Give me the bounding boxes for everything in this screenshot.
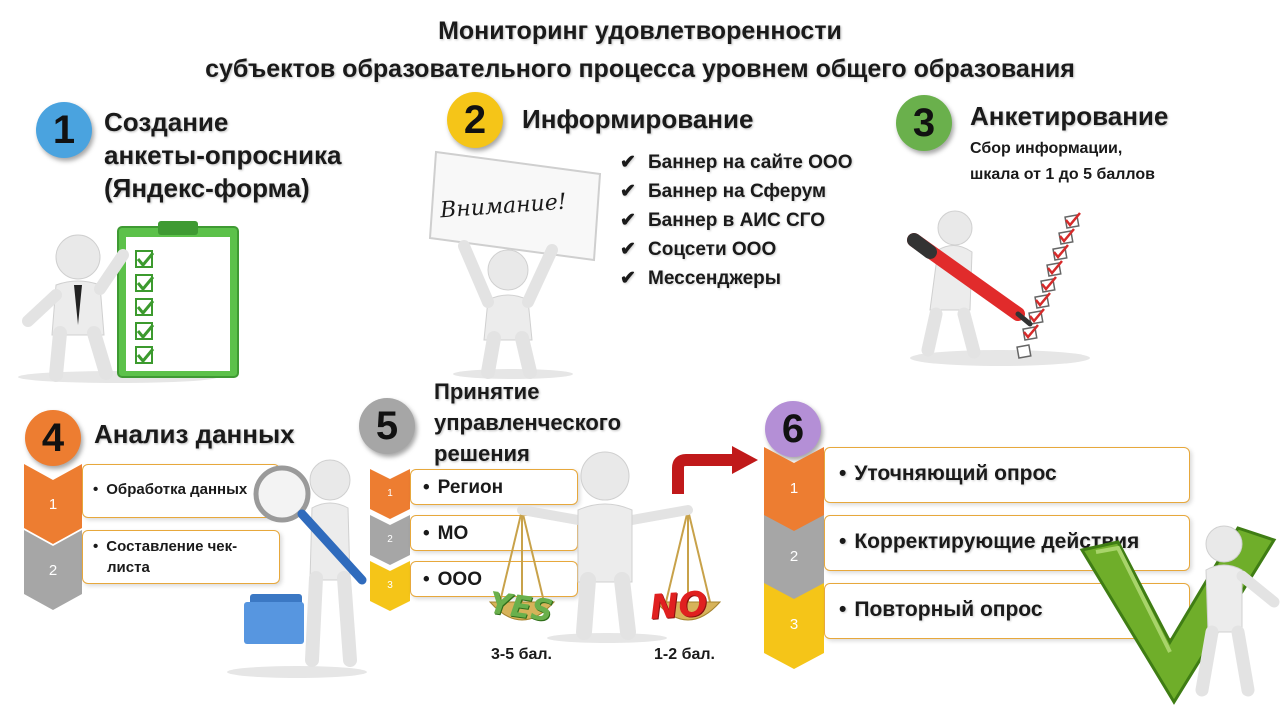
step-1-title-line2: анкеты-опросника bbox=[104, 140, 342, 170]
step-2-list-item: ✔Соцсети ООО bbox=[620, 235, 852, 264]
step-6-item-1-text: •Уточняющий опрос bbox=[839, 462, 1057, 485]
step-4-title: Анализ данных bbox=[94, 419, 295, 449]
no-label: NO bbox=[648, 584, 709, 628]
arrow-icon bbox=[672, 446, 758, 494]
step-5-title: Принятие управленческого решения bbox=[434, 376, 621, 469]
step-6-item-3-number: 3 bbox=[789, 616, 799, 633]
step-2-number: 2 bbox=[447, 92, 503, 148]
checkmark-icon: ✔ bbox=[620, 268, 636, 289]
checkmark-icon: ✔ bbox=[620, 181, 636, 202]
step-4-item-2-number: 2 bbox=[48, 562, 58, 579]
step-4-chevron-2 bbox=[24, 530, 82, 610]
step-4-number: 4 bbox=[25, 410, 81, 466]
step-6-item-3-text: •Повторный опрос bbox=[839, 598, 1043, 621]
page-title-line2: субъектов образовательного процесса уров… bbox=[205, 55, 1075, 83]
step-4-item-1-number: 1 bbox=[48, 496, 58, 513]
step-4-item-2-text: •Составление чек- листа bbox=[93, 538, 238, 576]
step-1-number: 1 bbox=[36, 102, 92, 158]
step-6-item-2-text: •Корректирующие действия bbox=[839, 530, 1140, 553]
step-6-chevron-2 bbox=[764, 515, 824, 601]
step-6-chevron-3 bbox=[764, 583, 824, 669]
step-4-item-1-text: •Обработка данных bbox=[93, 481, 248, 498]
checkmark-icon: ✔ bbox=[620, 239, 636, 260]
step-5-chevron-2 bbox=[370, 515, 410, 565]
step-5-item-3-text: •ООО bbox=[423, 569, 482, 590]
step-6-item-1-number: 1 bbox=[789, 480, 799, 497]
step-5-item-2-text: •МО bbox=[423, 523, 469, 544]
step-5-item-2-number: 2 bbox=[387, 534, 393, 545]
step-3-desc-line2: шкала от 1 до 5 баллов bbox=[970, 166, 1155, 183]
step-5-title-line3: решения bbox=[434, 441, 530, 466]
step-5-scales-illustration bbox=[488, 451, 722, 643]
page-title-line1: Мониторинг удовлетворенности bbox=[438, 17, 842, 45]
step-3-title: Анкетирование bbox=[970, 101, 1169, 131]
checkmark-icon: ✔ bbox=[620, 210, 636, 231]
step-2-list-item: ✔Баннер в АИС СГО bbox=[620, 206, 852, 235]
step-5-item-3-number: 3 bbox=[387, 580, 393, 591]
step-1-title-line3: (Яндекс-форма) bbox=[104, 173, 310, 203]
step-5-number: 5 bbox=[359, 398, 415, 454]
step-5-item-1-number: 1 bbox=[387, 488, 393, 499]
yes-score: 3-5 бал. bbox=[491, 646, 552, 663]
step-6-chevron-1 bbox=[764, 447, 824, 533]
step-6-item-1-box: •Уточняющий опрос bbox=[824, 447, 1190, 503]
step-2-title: Информирование bbox=[522, 104, 754, 134]
step-5-item-1-box: •Регион bbox=[410, 469, 578, 505]
step-4-chevron-1 bbox=[24, 464, 82, 544]
step-6-item-2-number: 2 bbox=[789, 548, 799, 565]
step-2-list-item: ✔Баннер на сайте ООО bbox=[620, 148, 852, 177]
step-5-item-2-box: •МО bbox=[410, 515, 578, 551]
step-5-chevron-1 bbox=[370, 469, 410, 519]
step-2-list-item: ✔Мессенджеры bbox=[620, 264, 852, 293]
step-5-title-line2: управленческого bbox=[434, 410, 622, 435]
no-score: 1-2 бал. bbox=[654, 646, 715, 663]
step-3-number: 3 bbox=[896, 95, 952, 151]
step-2-list: ✔Баннер на сайте ООО ✔Баннер на Сферум ✔… bbox=[620, 148, 852, 293]
check-mark-illustration bbox=[1079, 525, 1280, 705]
step-2-list-item: ✔Баннер на Сферум bbox=[620, 177, 852, 206]
step-3-description: Сбор информации, шкала от 1 до 5 баллов bbox=[970, 136, 1155, 188]
step-5-chevron-3 bbox=[370, 561, 410, 611]
step-5-item-1-text: •Регион bbox=[423, 477, 504, 498]
step-1-title-line1: Создание bbox=[104, 107, 229, 137]
checkmark-icon: ✔ bbox=[620, 152, 636, 173]
step-2-illustration bbox=[428, 150, 602, 379]
step-3-illustration bbox=[907, 210, 1090, 366]
step-6-number: 6 bbox=[765, 401, 821, 457]
step-5-item-3-box: •ООО bbox=[410, 561, 578, 597]
step-1-title: Создание анкеты-опросника (Яндекс-форма) bbox=[104, 106, 342, 205]
step-4-item-2-box: •Составление чек- листа bbox=[82, 530, 280, 584]
step-5-title-line1: Принятие bbox=[434, 379, 540, 404]
step-1-illustration bbox=[18, 221, 239, 383]
step-4-illustration bbox=[227, 459, 367, 678]
step-3-desc-line1: Сбор информации, bbox=[970, 140, 1123, 157]
